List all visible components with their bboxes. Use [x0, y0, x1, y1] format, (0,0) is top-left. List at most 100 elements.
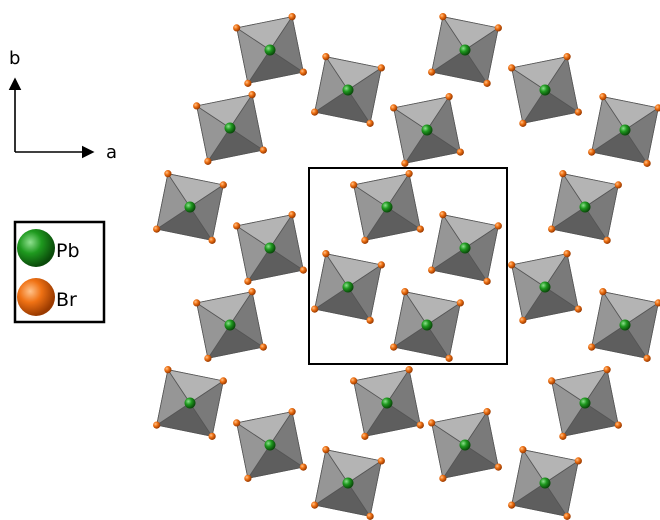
- octahedron-face: [544, 460, 579, 518]
- br-atom: [299, 68, 307, 76]
- br-atom: [508, 261, 516, 269]
- octahedron-face: [544, 252, 579, 310]
- octahedron-face: [229, 93, 264, 151]
- pb-atom: [224, 122, 236, 134]
- br-atom: [508, 64, 516, 72]
- br-atom: [588, 148, 596, 156]
- pb-atom: [381, 397, 393, 409]
- br-atom: [233, 419, 241, 427]
- br-atom: [508, 501, 516, 509]
- br-atom: [288, 13, 296, 21]
- br-atom: [299, 463, 307, 471]
- pb-atom: [224, 319, 236, 331]
- octahedron-face: [464, 27, 499, 85]
- br-atom: [599, 288, 607, 296]
- unit-cell-outline: [308, 167, 508, 365]
- br-atom: [654, 299, 660, 307]
- br-atom: [574, 457, 582, 465]
- br-atom: [494, 24, 502, 32]
- pb-atom: [264, 44, 276, 56]
- br-legend-label: Br: [56, 289, 77, 311]
- br-atom: [614, 421, 622, 429]
- octahedron-face: [189, 380, 224, 438]
- br-atom: [193, 299, 201, 307]
- br-atom: [390, 104, 398, 112]
- br-atom: [233, 222, 241, 230]
- atoms-layer: [153, 13, 660, 520]
- br-atom: [519, 316, 527, 324]
- pb-atom: [579, 201, 591, 213]
- axes-indicator: b a: [8, 48, 117, 163]
- pb-atom: [264, 439, 276, 451]
- br-atom: [599, 93, 607, 101]
- pb-atom: [459, 439, 471, 451]
- octahedron-face: [269, 213, 304, 271]
- legend: Pb Br: [13, 220, 106, 324]
- br-atom: [164, 170, 172, 178]
- br-atom: [563, 512, 571, 520]
- br-atom: [439, 474, 447, 482]
- br-atom: [244, 79, 252, 87]
- br-atom: [456, 299, 464, 307]
- br-atom: [299, 266, 307, 274]
- br-atom: [428, 419, 436, 427]
- br-atom: [574, 108, 582, 116]
- br-atom: [288, 211, 296, 219]
- pb-atom: [421, 319, 433, 331]
- octahedron-face: [347, 264, 382, 322]
- br-atom: [494, 463, 502, 471]
- br-atom: [366, 119, 374, 127]
- br-atom: [456, 148, 464, 156]
- br-atom: [322, 250, 330, 258]
- br-atom: [244, 277, 252, 285]
- pb-atom: [184, 201, 196, 213]
- br-atom: [603, 366, 611, 374]
- br-atom: [288, 408, 296, 416]
- br-atom: [204, 157, 212, 165]
- br-atom: [248, 91, 256, 99]
- br-atom: [259, 343, 267, 351]
- br-atom: [164, 366, 172, 374]
- octahedron-face: [584, 368, 619, 426]
- br-atom: [559, 432, 567, 440]
- br-atom: [204, 354, 212, 362]
- pb-legend-swatch: [17, 229, 55, 267]
- octahedron-face: [386, 172, 421, 230]
- octahedron-face: [584, 184, 619, 242]
- pb-atom: [539, 477, 551, 489]
- octahedron-face: [624, 302, 659, 360]
- br-atom: [377, 261, 385, 269]
- br-atom: [361, 236, 369, 244]
- br-atom: [366, 512, 374, 520]
- pb-atom: [459, 44, 471, 56]
- br-atom: [361, 432, 369, 440]
- br-atom: [483, 408, 491, 416]
- br-atom: [377, 457, 385, 465]
- br-atom: [445, 354, 453, 362]
- br-atom: [248, 288, 256, 296]
- br-atom: [563, 53, 571, 61]
- octahedron-face: [386, 368, 421, 426]
- b-axis-label: b: [9, 48, 20, 69]
- pb-atom: [619, 124, 631, 136]
- pb-atom: [264, 242, 276, 254]
- br-atom: [401, 288, 409, 296]
- octahedron-face: [347, 460, 382, 518]
- br-atom: [350, 377, 358, 385]
- br-atom: [483, 79, 491, 87]
- br-atom: [322, 53, 330, 61]
- octahedron-face: [544, 55, 579, 113]
- br-atom: [614, 181, 622, 189]
- br-atom: [219, 181, 227, 189]
- br-atom: [311, 501, 319, 509]
- octahedra-layer: [155, 15, 660, 518]
- br-atom: [244, 474, 252, 482]
- br-atom: [208, 432, 216, 440]
- pb-atom: [539, 281, 551, 293]
- octahedron-face: [464, 410, 499, 468]
- br-atom: [548, 225, 556, 233]
- octahedron-face: [426, 302, 461, 360]
- pb-atom: [579, 397, 591, 409]
- br-atom: [574, 305, 582, 313]
